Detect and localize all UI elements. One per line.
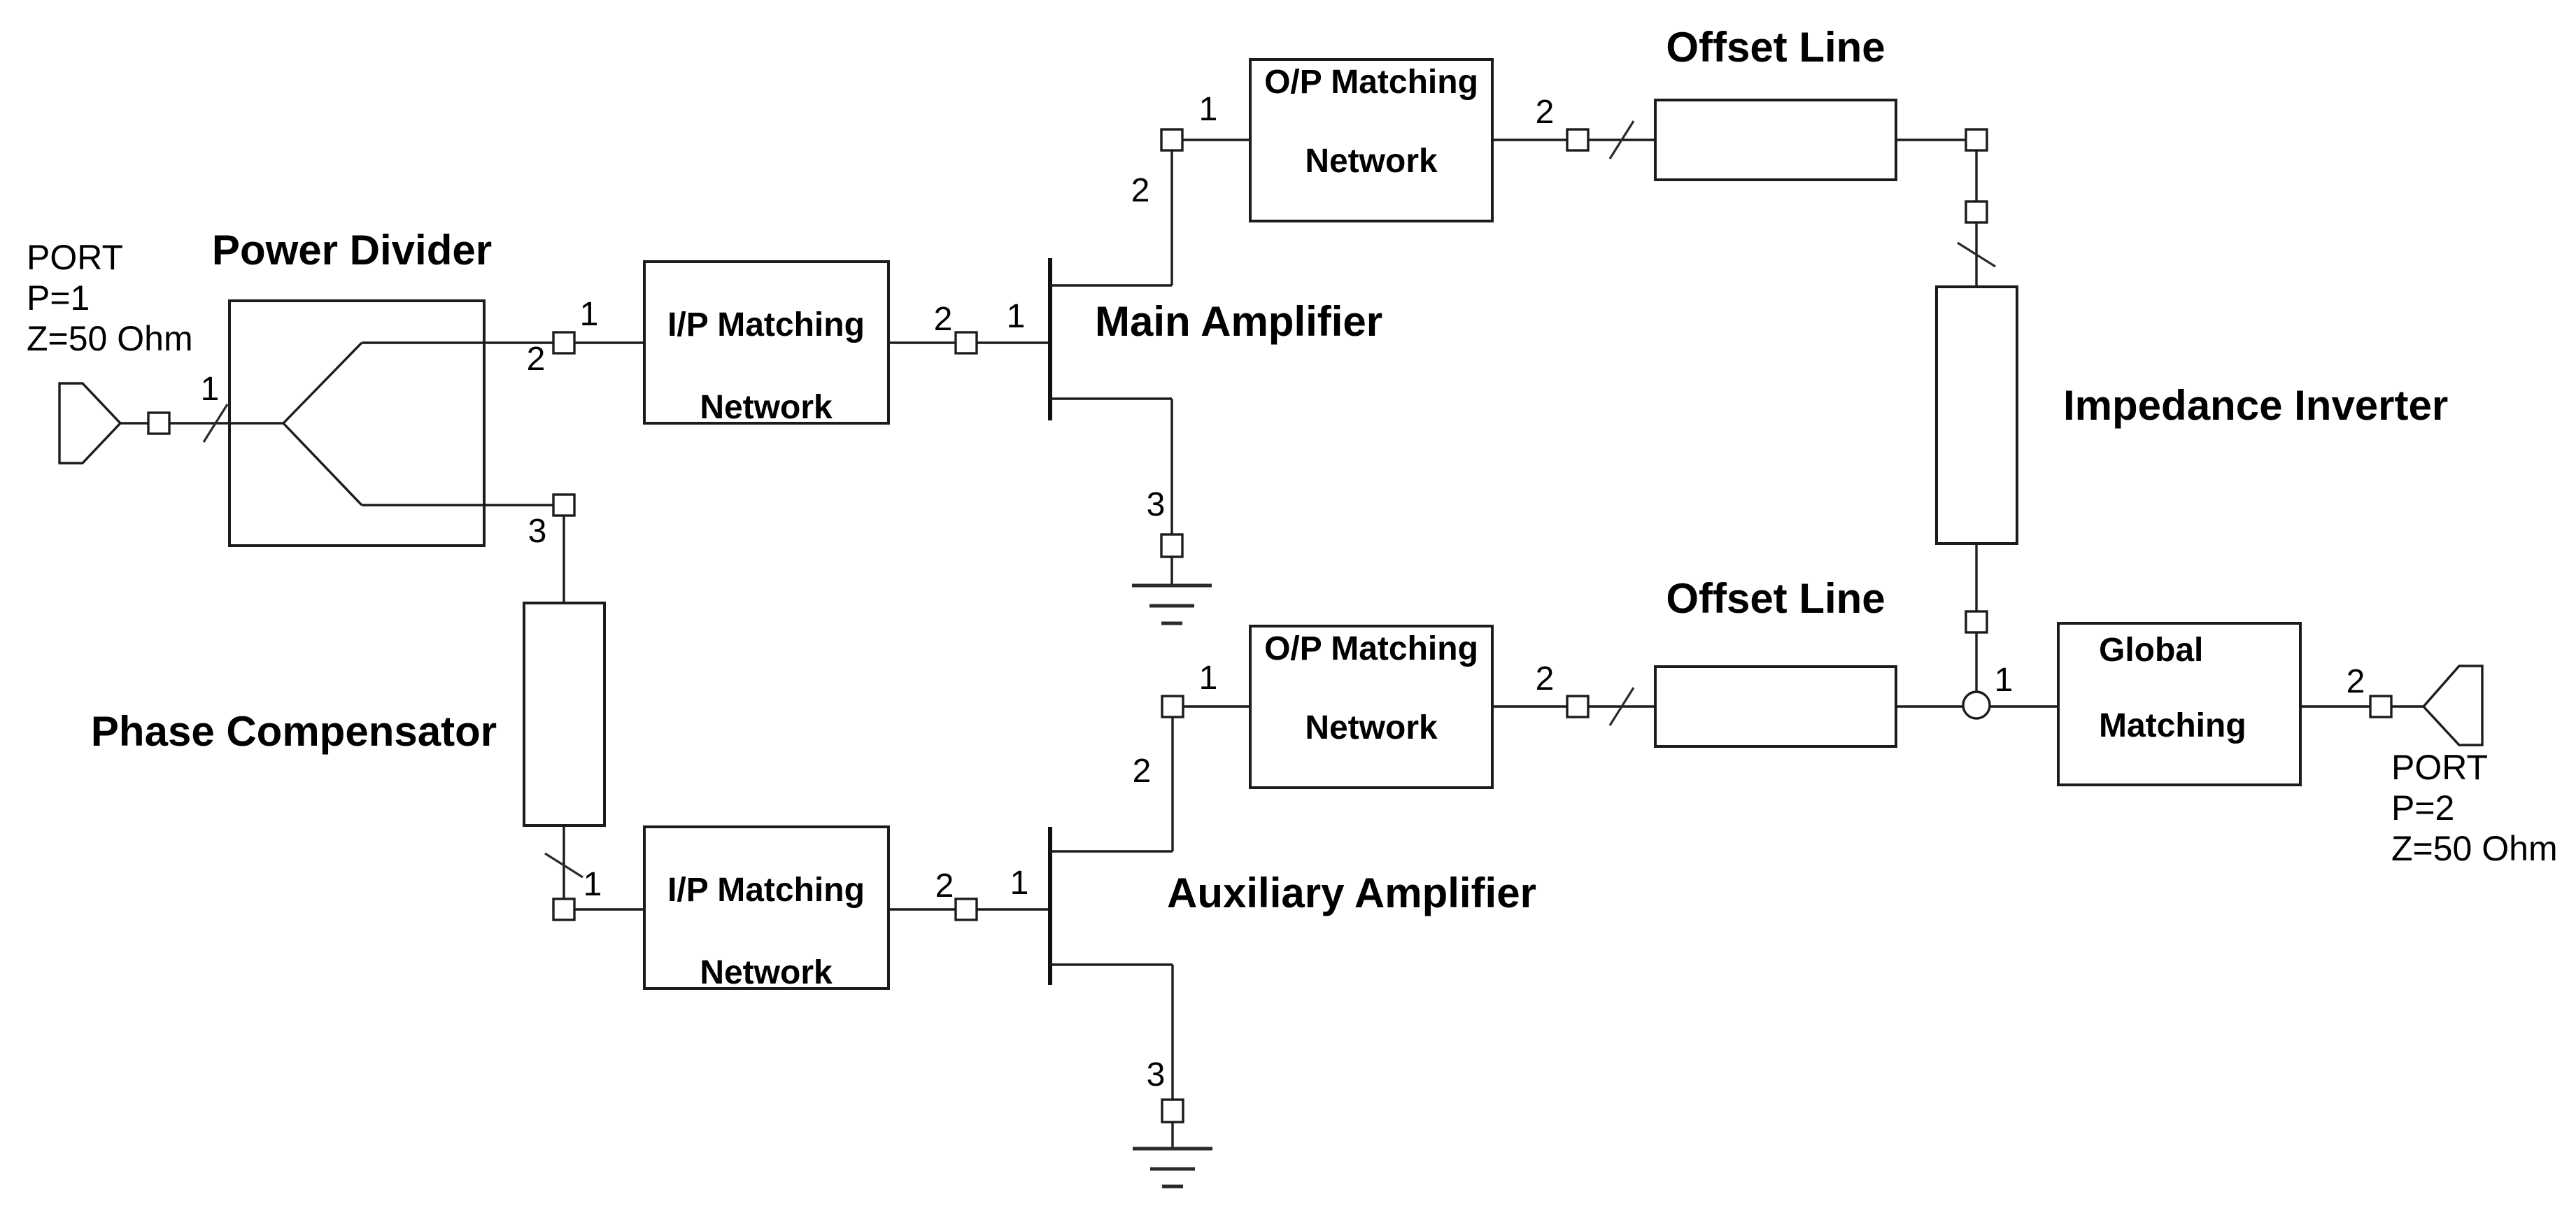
junction-node[interactable]: [1962, 690, 1991, 720]
connection-pad[interactable]: [954, 331, 978, 355]
phase-compensator-box[interactable]: [523, 602, 606, 827]
port2-impedance: Z=50 Ohm: [2391, 829, 2558, 868]
connection-pad[interactable]: [954, 898, 978, 921]
port1-icon[interactable]: [58, 382, 122, 464]
wire-break-mark: [202, 404, 229, 443]
main-amplifier-label: Main Amplifier: [1095, 298, 1382, 345]
connection-pad[interactable]: [1566, 128, 1590, 152]
output-matching-bottom-box[interactable]: [1249, 625, 1494, 789]
input-matching-bottom-box[interactable]: [643, 825, 890, 990]
offset-line-bottom-box[interactable]: [1654, 665, 1897, 748]
port2-icon[interactable]: [2421, 665, 2484, 746]
splitter-arm-top: [282, 341, 363, 425]
power-divider-label: Power Divider: [212, 227, 492, 274]
connection-pad[interactable]: [1161, 695, 1184, 718]
port-number-ipm-top-in: 1: [580, 296, 599, 333]
ipm-bottom-line1: I/P Matching: [667, 872, 865, 909]
port-number-ipm-top-out: 2: [934, 301, 953, 338]
connection-pad[interactable]: [552, 898, 576, 921]
text-labels: PORT P=1 Z=50 Ohm PORT P=2 Z=50 Ohm Powe…: [27, 24, 2558, 1093]
port2-name: PORT: [2391, 748, 2488, 787]
ipm-bottom-line2: Network: [700, 954, 833, 991]
port-number-pc-out: 1: [583, 866, 602, 903]
port1-number: P=1: [27, 278, 90, 318]
connection-pad[interactable]: [1965, 610, 1988, 634]
connection-pad[interactable]: [1160, 128, 1184, 152]
port-number-aux-drain: 2: [1133, 753, 1152, 790]
phase-compensator-label: Phase Compensator: [91, 708, 497, 755]
input-matching-top-box[interactable]: [643, 260, 890, 425]
opm-top-line2: Network: [1305, 143, 1438, 180]
connection-pad[interactable]: [1160, 533, 1184, 558]
connection-pads: [147, 128, 2393, 1123]
port-number-opm-bottom-out: 2: [1536, 660, 1555, 697]
output-matching-top-box[interactable]: [1249, 58, 1494, 222]
port-number-gm-out: 2: [2347, 663, 2365, 700]
offset-line-bottom-label: Offset Line: [1666, 575, 1885, 622]
offset-line-top-label: Offset Line: [1666, 24, 1885, 71]
port-number-junction: 1: [1995, 662, 2014, 699]
port-number-opm-bottom-in: 1: [1199, 660, 1218, 697]
port-number-aux-gate: 1: [1010, 865, 1029, 902]
port-number-main-source: 3: [1147, 486, 1166, 523]
port-number-pd-out-bottom: 3: [528, 513, 547, 550]
port-number-opm-top-in: 1: [1199, 91, 1218, 128]
power-divider-splitter-icon: [229, 341, 484, 506]
connection-pad[interactable]: [147, 411, 171, 435]
port1-impedance: Z=50 Ohm: [27, 319, 193, 358]
wire-break-mark: [1957, 241, 1996, 268]
port2-number: P=2: [2391, 788, 2454, 828]
port-number-main-drain: 2: [1131, 172, 1150, 209]
global-matching-line2: Matching: [2099, 707, 2246, 744]
port-number-aux-source: 3: [1147, 1056, 1166, 1093]
global-matching-line1: Global: [2099, 632, 2203, 669]
opm-bottom-line1: O/P Matching: [1264, 630, 1478, 667]
wire-break-mark: [1608, 687, 1635, 726]
auxiliary-amplifier-label: Auxiliary Amplifier: [1167, 870, 1536, 916]
opm-bottom-line2: Network: [1305, 709, 1438, 746]
connection-pad[interactable]: [1566, 695, 1590, 718]
port-number-ipm-bottom-out: 2: [935, 867, 954, 905]
connection-pad[interactable]: [2369, 695, 2393, 718]
wire-break-mark: [544, 852, 583, 879]
impedance-inverter-label: Impedance Inverter: [2063, 382, 2448, 429]
port-number-main-gate: 1: [1007, 298, 1026, 335]
connection-pad[interactable]: [552, 493, 576, 517]
main-ground-icon: [1132, 583, 1212, 625]
ipm-top-line1: I/P Matching: [667, 306, 865, 343]
wire-break-mark: [1608, 120, 1635, 159]
opm-top-line1: O/P Matching: [1264, 64, 1478, 101]
connection-pad[interactable]: [1161, 1098, 1184, 1123]
wire-break-marks: [202, 120, 1996, 879]
impedance-inverter-box[interactable]: [1935, 285, 2018, 545]
connection-pad[interactable]: [552, 331, 576, 355]
port-number-pd-in: 1: [201, 371, 220, 408]
auxiliary-amplifier-transistor[interactable]: [1048, 827, 1173, 985]
main-amplifier-transistor[interactable]: [1048, 258, 1172, 420]
global-matching-box[interactable]: [2057, 622, 2302, 786]
port-number-pd-out-top: 2: [527, 341, 546, 378]
connection-pad[interactable]: [1965, 200, 1988, 224]
connection-pad[interactable]: [1965, 128, 1988, 152]
ipm-top-line2: Network: [700, 389, 833, 426]
port1-name: PORT: [27, 238, 123, 277]
splitter-arm-bottom: [282, 422, 363, 506]
port-number-opm-top-out: 2: [1536, 94, 1555, 131]
offset-line-top-box[interactable]: [1654, 99, 1897, 181]
aux-ground-icon: [1133, 1147, 1212, 1189]
